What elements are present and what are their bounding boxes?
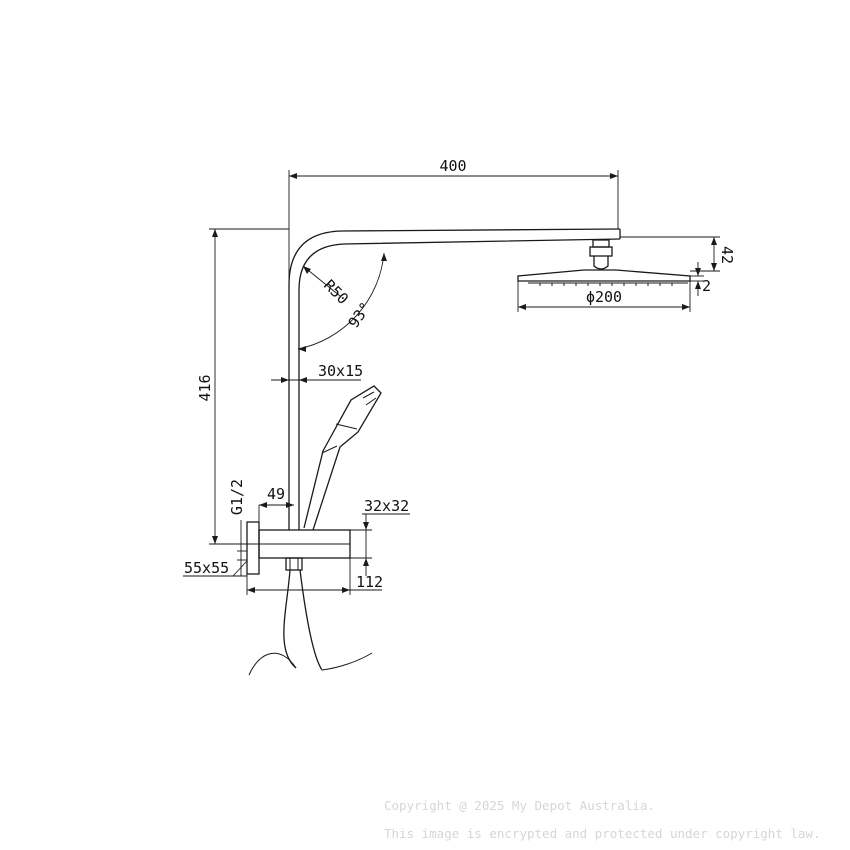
dim-label-416: 416	[196, 374, 214, 401]
dim-label-diameter: ϕ200	[586, 288, 622, 306]
dim-total-height: 416	[196, 228, 289, 545]
dim-label-2: 2	[702, 277, 711, 295]
dim-label-r50: R50	[320, 276, 352, 308]
dim-label-55x55: 55x55	[184, 559, 229, 577]
dim-arm-length: 400	[288, 157, 619, 285]
hose	[248, 569, 373, 676]
dim-holder-depth: 112	[246, 558, 383, 595]
dim-head-height: 42	[620, 236, 736, 272]
dim-bend-radius: R50	[302, 265, 352, 308]
shower-head	[517, 239, 691, 286]
watermark-line-1: Copyright @ 2025 My Depot Australia.	[384, 798, 655, 813]
dim-label-400: 400	[439, 157, 466, 175]
dim-head-diameter: ϕ200	[517, 281, 691, 312]
dim-label-30x15: 30x15	[318, 362, 363, 380]
dim-label-angle: 93°	[345, 299, 375, 332]
dim-arm-section: 30x15	[271, 362, 363, 383]
dim-thread: G1/2	[228, 479, 247, 576]
wall-outlet-holder	[246, 521, 351, 575]
dim-label-42: 42	[718, 246, 736, 264]
dim-label-thread: G1/2	[228, 479, 246, 515]
dim-label-112: 112	[356, 573, 383, 591]
hand-shower	[303, 385, 382, 531]
dim-holder-section: 32x32	[350, 497, 410, 576]
dim-label-49: 49	[267, 485, 285, 503]
watermark-line-2: This image is encrypted and protected un…	[384, 826, 821, 841]
dim-outlet-offset: 49	[258, 485, 294, 530]
dim-wall-plate: 55x55	[183, 559, 248, 577]
dim-head-thickness: 2	[690, 262, 711, 296]
dim-label-32x32: 32x32	[364, 497, 409, 515]
